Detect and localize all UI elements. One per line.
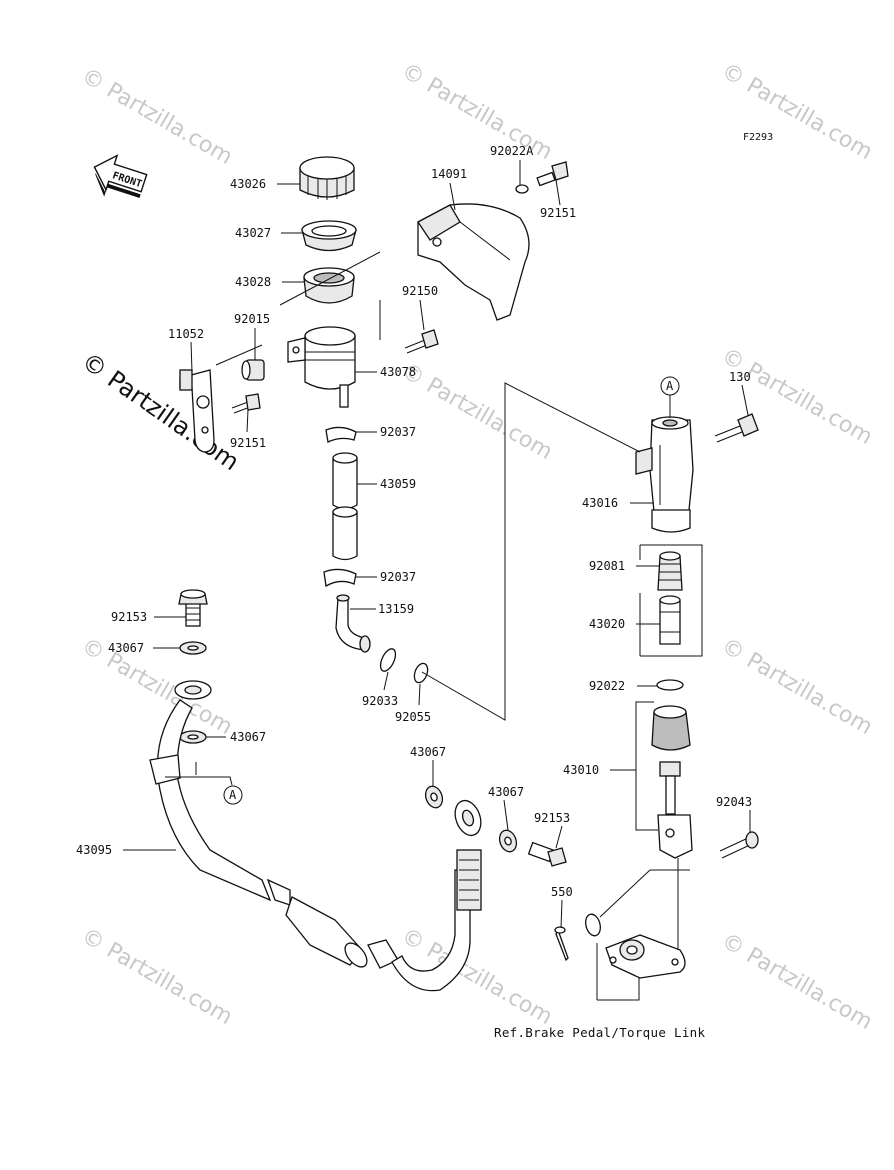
piston-43020 — [659, 595, 681, 645]
master-cylinder-43016 — [635, 416, 694, 533]
part-label[interactable]: 43020 — [589, 617, 625, 631]
part-label[interactable]: 92055 — [395, 710, 431, 724]
pedal-link-bracket — [605, 934, 686, 979]
part-label[interactable]: 43067 — [108, 641, 144, 655]
washer-43067-d — [498, 829, 518, 853]
part-label[interactable]: 92022 — [589, 679, 625, 693]
reservoir-cover — [417, 203, 530, 321]
circlip-92022 — [656, 679, 684, 691]
part-label[interactable]: 92033 — [362, 694, 398, 708]
part-label[interactable]: 92043 — [716, 795, 752, 809]
callout-a-bottom: A — [223, 785, 243, 805]
part-label[interactable]: 43067 — [488, 785, 524, 799]
bolt-92151-left — [231, 393, 261, 414]
part-label[interactable]: 43095 — [76, 843, 112, 857]
part-label[interactable]: 130 — [729, 370, 751, 384]
part-label[interactable]: 92150 — [402, 284, 438, 298]
leader-lines — [123, 160, 751, 1001]
clamp-92037-lower — [323, 568, 357, 588]
part-label[interactable]: 43026 — [230, 177, 266, 191]
front-arrow-icon: FRONT — [93, 154, 148, 198]
banjo-fitting-lower — [454, 799, 482, 837]
reservoir-cap — [299, 156, 355, 200]
part-label[interactable]: 92151 — [540, 206, 576, 220]
o-ring-92055 — [413, 662, 429, 684]
part-label[interactable]: 43010 — [563, 763, 599, 777]
watermark: © Partzilla.com — [717, 59, 877, 166]
reservoir-body — [287, 326, 356, 408]
watermark: © Partzilla.com — [717, 634, 877, 741]
watermark: © Partzilla.com — [77, 924, 237, 1031]
part-label[interactable]: 92151 — [230, 436, 266, 450]
bolt-130 — [714, 413, 759, 443]
part-label[interactable]: 92081 — [589, 559, 625, 573]
callout-a-top: A — [660, 376, 680, 396]
banjo-bolt-92153-lower — [527, 841, 567, 867]
part-label[interactable]: 43067 — [410, 745, 446, 759]
part-label[interactable]: 92153 — [111, 610, 147, 624]
spring-92081 — [657, 551, 683, 591]
brake-hose-43095 — [149, 699, 482, 992]
part-label[interactable]: 14091 — [431, 167, 467, 181]
part-label[interactable]: 43067 — [230, 730, 266, 744]
reservoir-diaphragm — [303, 267, 355, 304]
clamp-92037-upper — [325, 426, 357, 443]
cotter-pin-550 — [554, 926, 569, 962]
figure-code: F2293 — [743, 132, 773, 143]
bolt-92150 — [404, 329, 439, 354]
banjo-bolt-92153-top — [178, 589, 208, 627]
bracket-11052 — [179, 369, 215, 453]
hose-43059 — [332, 452, 358, 561]
watermark: © Partzilla.com — [77, 64, 237, 171]
part-label[interactable]: 43027 — [235, 226, 271, 240]
reservoir-plate — [301, 220, 357, 252]
watermark-dark: © Partzilla.com — [77, 347, 245, 476]
part-label[interactable]: 92153 — [534, 811, 570, 825]
reference-text: Ref.Brake Pedal/Torque Link — [494, 1025, 705, 1040]
part-label[interactable]: 11052 — [168, 327, 204, 341]
circlip-92033 — [379, 648, 397, 672]
pin-92043 — [719, 831, 759, 859]
callout-letter: A — [229, 788, 237, 802]
part-label[interactable]: 550 — [551, 885, 573, 899]
callout-letter: A — [666, 379, 674, 393]
part-labels: 43026 43027 43028 14091 92022A 92151 921… — [76, 144, 752, 899]
part-label[interactable]: 43078 — [380, 365, 416, 379]
watermark: © Partzilla.com — [397, 359, 557, 466]
watermark: © Partzilla.com — [717, 929, 877, 1036]
bolt-92151-top — [536, 161, 569, 187]
watermark: © Partzilla.com — [77, 634, 237, 741]
watermark: © Partzilla.com — [717, 344, 877, 451]
part-label[interactable]: 13159 — [378, 602, 414, 616]
washer-43067-a — [179, 641, 207, 655]
part-label[interactable]: 92037 — [380, 570, 416, 584]
banjo-fitting-top — [174, 680, 212, 700]
push-rod-43010 — [651, 705, 693, 859]
washer-92022A — [515, 184, 529, 194]
part-label[interactable]: 43059 — [380, 477, 416, 491]
washer-ref — [585, 913, 601, 937]
part-label[interactable]: 92022A — [490, 144, 534, 158]
part-label[interactable]: 43028 — [235, 275, 271, 289]
collar-92015 — [241, 359, 265, 381]
part-label[interactable]: 92037 — [380, 425, 416, 439]
elbow-fitting-13159 — [335, 594, 371, 653]
part-label[interactable]: 43016 — [582, 496, 618, 510]
part-label[interactable]: 92015 — [234, 312, 270, 326]
washer-43067-c — [424, 785, 444, 809]
washer-43067-b — [179, 730, 207, 744]
